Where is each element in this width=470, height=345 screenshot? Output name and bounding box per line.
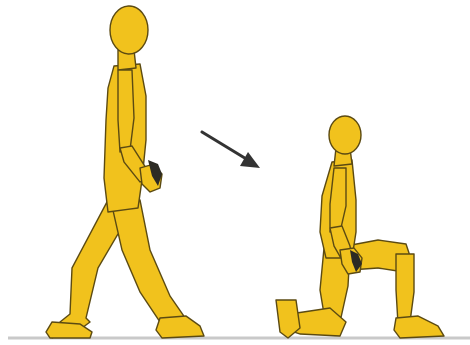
standing-figure-head <box>110 6 148 54</box>
kneeling-figure-front-shin <box>396 254 414 324</box>
standing-figure-upper-arm <box>118 70 134 152</box>
standing-figure-front-leg <box>112 200 188 330</box>
kneeling-figure-head <box>329 116 361 154</box>
direction-arrow <box>202 132 260 168</box>
kneeling-figure <box>276 116 444 338</box>
kneeling-figure-front-foot <box>394 316 444 338</box>
standing-figure-front-foot <box>156 316 204 338</box>
standing-figure <box>46 6 204 338</box>
arrow-head <box>240 152 260 168</box>
arrow-shaft <box>202 132 248 160</box>
